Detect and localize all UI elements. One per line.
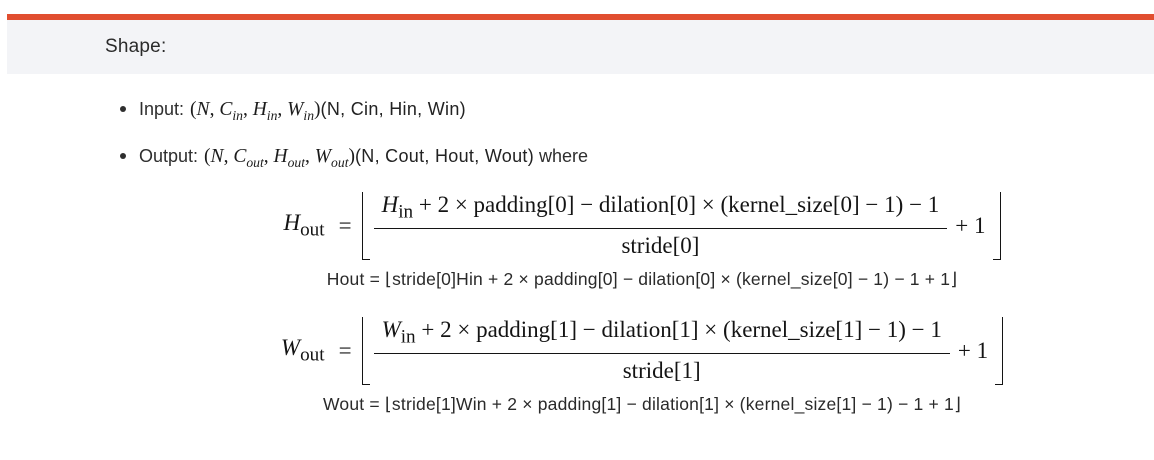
shape-content: Input:(N, Cin, Hin, Win)(N, Cin, Hin, Wi…: [120, 97, 1130, 442]
equation-wout-text: Wout = ⌊stride[1]Win + 2 × padding[1] − …: [323, 393, 961, 414]
input-bullet-text: Input:(N, Cin, Hin, Win)(N, Cin, Hin, Wi…: [139, 97, 466, 123]
bullet-icon: [120, 106, 126, 112]
output-bullet-text: Output:(N, Cout, Hout, Wout)(N, Cout, Ho…: [139, 144, 588, 170]
equals-sign: =: [338, 212, 352, 238]
hout-numerator: Hin + 2 × padding[0] − dilation[0] × (ke…: [373, 192, 948, 229]
floor-right-bracket-icon: [992, 191, 1001, 260]
equations-block: Hout = Hin + 2 × padding[0] − dilation[0…: [120, 191, 1130, 442]
accent-bar: [7, 14, 1154, 20]
input-bullet-item: Input:(N, Cin, Hin, Win)(N, Cin, Hin, Wi…: [120, 97, 1130, 123]
hout-lhs: Hout: [283, 209, 325, 241]
hout-fraction: Hin + 2 × padding[0] − dilation[0] × (ke…: [373, 192, 948, 259]
shape-label: Shape:: [105, 36, 167, 57]
floor-left-bracket-icon: [361, 316, 370, 385]
hout-plus-one: + 1: [955, 212, 986, 238]
input-shape-alt-text: (N, Cin, Hin, Win): [320, 99, 466, 119]
wout-fraction: Win + 2 × padding[1] − dilation[1] × (ke…: [373, 317, 950, 384]
equals-sign: =: [338, 337, 352, 363]
where-text: where: [534, 146, 589, 167]
hout-denominator: stride[0]: [621, 232, 700, 258]
shape-section-header: Shape:: [7, 20, 1154, 74]
equation-hout-text: Hout = ⌊stride[0]Hin + 2 × padding[0] − …: [326, 268, 958, 289]
wout-numerator: Win + 2 × padding[1] − dilation[1] × (ke…: [373, 317, 950, 354]
floor-right-bracket-icon: [995, 316, 1004, 385]
output-shape-alt-text: (N, Cout, Hout, Wout): [354, 146, 535, 167]
input-shape-math: (N, Cin, Hin, Win): [190, 99, 321, 123]
output-label: Output:: [139, 146, 199, 167]
wout-plus-one: + 1: [957, 337, 989, 363]
input-label: Input:: [139, 99, 185, 119]
wout-lhs: Wout: [280, 334, 325, 366]
floor-left-bracket-icon: [361, 191, 370, 260]
equation-wout-display: Wout = Win + 2 × padding[1] − dilation[1…: [280, 316, 1004, 385]
output-shape-math: (N, Cout, Hout, Wout): [204, 146, 355, 171]
bullet-icon: [120, 153, 126, 160]
wout-denominator: stride[1]: [622, 357, 701, 383]
output-bullet-item: Output:(N, Cout, Hout, Wout)(N, Cout, Ho…: [120, 144, 1130, 170]
equation-hout-display: Hout = Hin + 2 × padding[0] − dilation[0…: [283, 191, 1001, 260]
